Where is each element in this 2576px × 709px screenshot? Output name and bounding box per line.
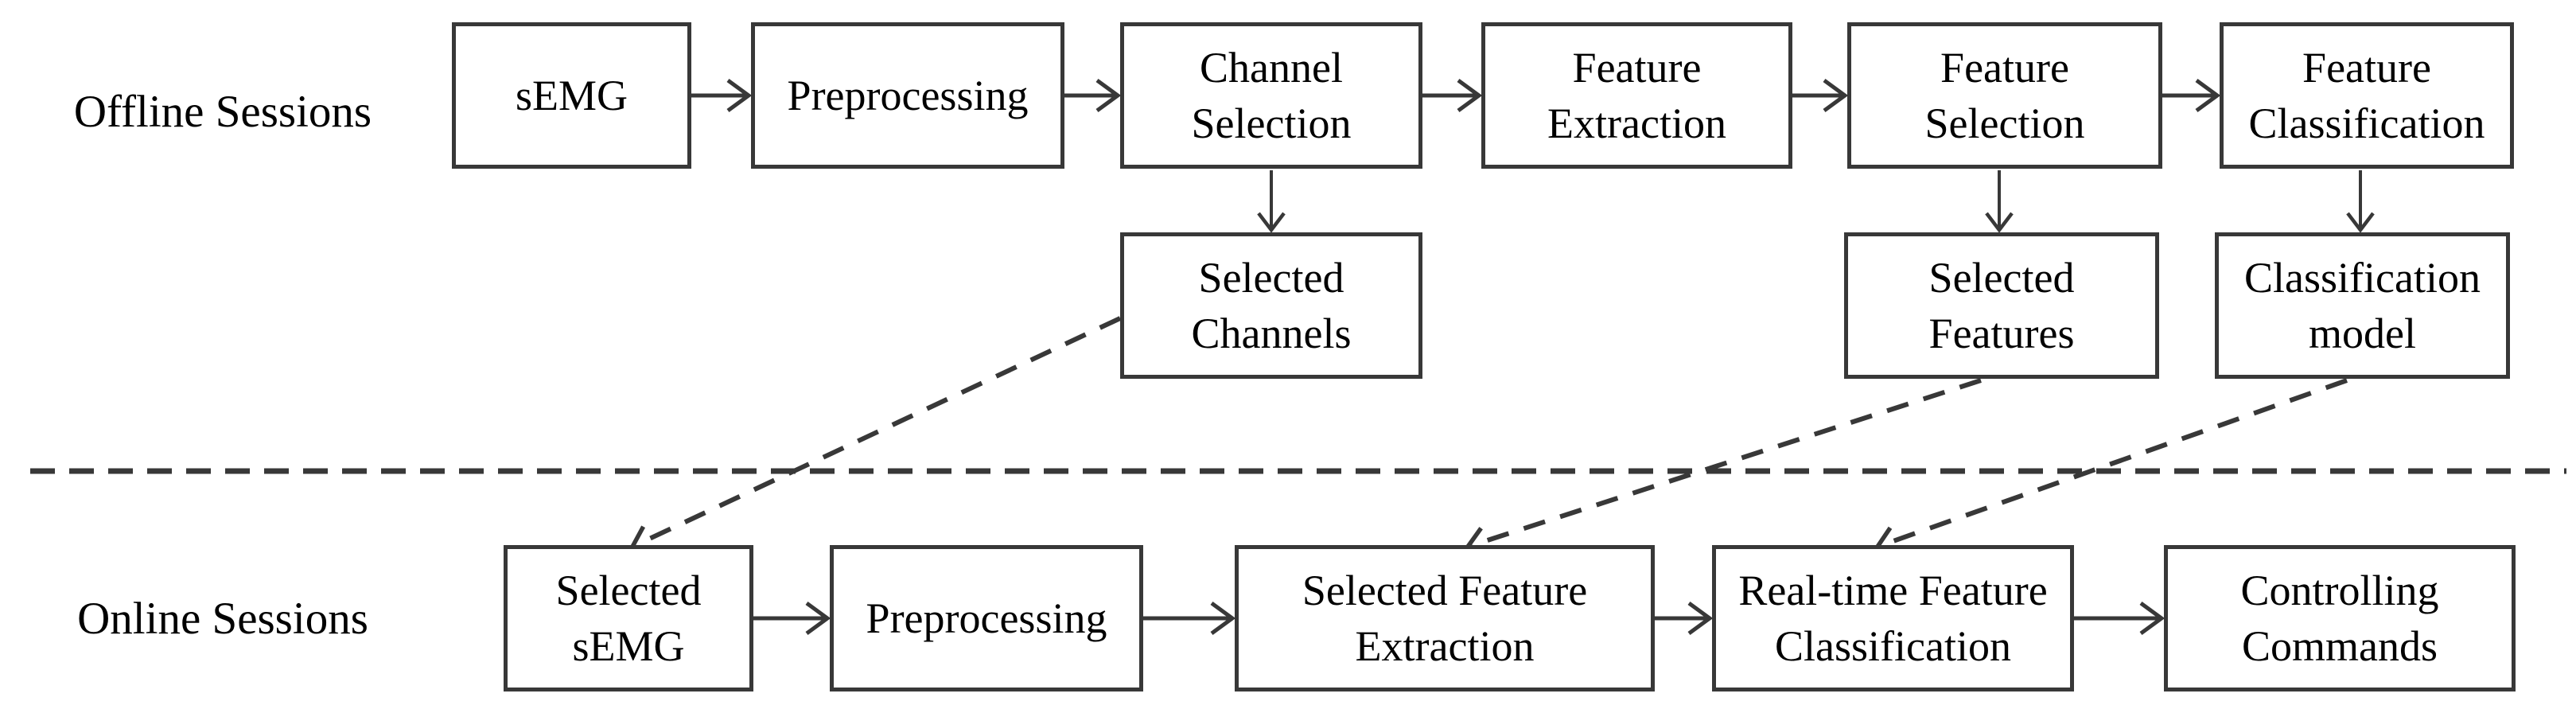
online-sessions-label: Online Sessions (77, 593, 368, 644)
dashed-arrow-selected-channels-to-selected-semg (628, 316, 1122, 554)
box-selected-feature-extraction: Selected Feature Extraction (1235, 545, 1655, 691)
box-selected-features-label: Selected Features (1928, 254, 2075, 357)
box-feature-selection: Feature Selection (1847, 22, 2162, 169)
box-realtime-feature-classification: Real-time Feature Classification (1712, 545, 2074, 691)
box-classification-model: Classification model (2215, 232, 2510, 379)
box-feature-selection-label: Feature Selection (1924, 44, 2085, 147)
box-preprocessing-online: Preprocessing (830, 545, 1143, 691)
box-classification-model-label: Classification model (2244, 254, 2481, 357)
box-realtime-feature-classification-label: Real-time Feature Classification (1738, 567, 2048, 670)
box-preprocessing-label: Preprocessing (787, 72, 1029, 119)
box-selected-features: Selected Features (1844, 232, 2159, 379)
box-feature-classification-label: Feature Classification (2248, 44, 2485, 147)
box-preprocessing: Preprocessing (751, 22, 1064, 169)
box-channel-selection: Channel Selection (1120, 22, 1422, 169)
box-selected-semg: Selected sEMG (504, 545, 753, 691)
box-feature-classification: Feature Classification (2220, 22, 2514, 169)
box-feature-extraction: Feature Extraction (1481, 22, 1792, 169)
box-channel-selection-label: Channel Selection (1191, 44, 1352, 147)
box-controlling-commands: Controlling Commands (2164, 545, 2516, 691)
box-selected-feature-extraction-label: Selected Feature Extraction (1302, 567, 1588, 670)
box-preprocessing-online-label: Preprocessing (866, 594, 1107, 642)
dashed-arrow-selected-features-to-selected-feature-extraction (1464, 378, 1982, 556)
box-controlling-commands-label: Controlling Commands (2240, 567, 2439, 670)
box-semg: sEMG (452, 22, 691, 169)
dashed-arrow-classification-model-to-realtime-classification (1874, 378, 2348, 555)
box-selected-channels: Selected Channels (1120, 232, 1422, 379)
box-selected-semg-label: Selected sEMG (555, 567, 702, 670)
box-semg-label: sEMG (515, 72, 628, 119)
box-selected-channels-label: Selected Channels (1191, 254, 1352, 357)
box-feature-extraction-label: Feature Extraction (1547, 44, 1726, 147)
offline-sessions-label: Offline Sessions (73, 86, 372, 137)
